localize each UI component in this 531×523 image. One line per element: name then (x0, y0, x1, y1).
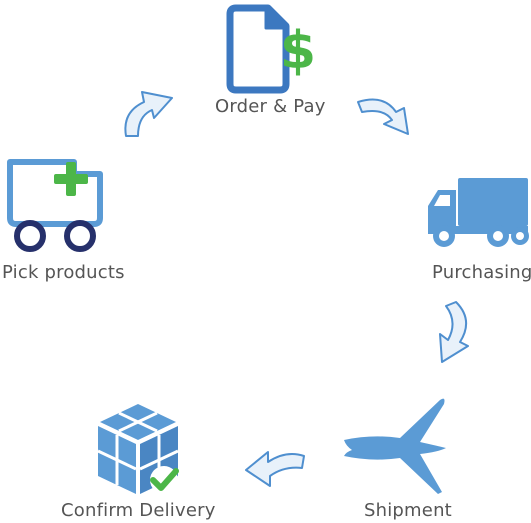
step-label-pick-products: Pick products (2, 262, 125, 283)
step-label-purchasing: Purchasing (432, 262, 531, 283)
box-check-icon (97, 404, 179, 494)
airplane-icon (344, 398, 446, 494)
delivery-truck-icon (428, 178, 529, 247)
svg-text:$: $ (280, 21, 316, 81)
step-label-confirm-delivery: Confirm Delivery (61, 500, 216, 521)
curved-arrow-icon (357, 98, 409, 135)
cart-add-icon (7, 159, 103, 252)
invoice-dollar-icon: $ (226, 4, 316, 94)
curved-arrow-icon (439, 301, 469, 363)
curved-arrow-icon (245, 451, 305, 487)
step-label-order-pay: Order & Pay (215, 96, 326, 117)
step-label-shipment: Shipment (364, 500, 452, 521)
curved-arrow-icon (124, 91, 173, 137)
